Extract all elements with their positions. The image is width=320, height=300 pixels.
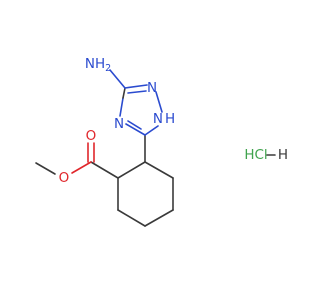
bond-ester-o-to-methyl bbox=[35, 162, 56, 175]
bond-layer bbox=[35, 69, 174, 227]
triazole-bond-n2-n1 bbox=[155, 91, 163, 113]
triazole-bond-c3-n2 bbox=[124, 84, 148, 89]
ring-bond-c2-c3 bbox=[144, 161, 174, 179]
triazole-n-upper: N bbox=[147, 80, 157, 96]
carbonyl-oxygen: O bbox=[86, 128, 97, 144]
bond-ring-to-carbonyl bbox=[90, 161, 119, 179]
triazole-bond-n1-c5 bbox=[144, 125, 159, 136]
triazole-bond-c3-n2-double bbox=[127, 90, 147, 94]
triazole-bond-n4-c3 bbox=[119, 97, 124, 117]
triazole-bond-n4-c3-c bbox=[122, 87, 126, 99]
ester-oxygen: O bbox=[59, 170, 70, 186]
amine-label: NH2 bbox=[85, 56, 111, 74]
bond-c3-to-amine bbox=[109, 69, 126, 89]
hcl-hydrogen-label: H bbox=[278, 147, 288, 163]
ring-bond-c5-c6 bbox=[117, 209, 146, 227]
hcl-salt: HCl H bbox=[244, 147, 288, 163]
hcl-label: HCl bbox=[244, 147, 267, 163]
triazole-bond-c5-n4 bbox=[125, 123, 146, 136]
amine-subscript: 2 bbox=[105, 63, 111, 74]
triazole-bond-c5-n4-double bbox=[127, 120, 142, 130]
bond-carbonyl-to-ester-o bbox=[71, 161, 92, 174]
triazole-n-left: N bbox=[114, 116, 124, 132]
ring-bond-c4-c5 bbox=[144, 209, 174, 227]
ring-bond-c1-c2 bbox=[117, 161, 146, 179]
